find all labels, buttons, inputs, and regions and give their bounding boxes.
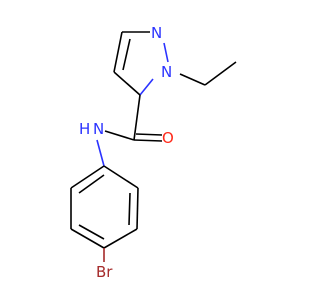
atom-o-carbonyl: O [162,129,174,147]
bond-n-cipso [96,139,105,167]
bond-ar2-inner [128,192,131,226]
bond-c5-cco [133,94,141,141]
bond-cco-n [104,130,135,141]
atom-n1-pyrazole: N [161,63,172,81]
molecule-svg: N N H N O Br [70,24,237,281]
atom-br: Br [96,263,113,281]
bond-n1-c5 [139,78,154,96]
atom-n-pyrazole: N [151,24,162,42]
bond-cco-o-b [135,133,163,136]
bond-cco-o-a [133,139,163,142]
bond-n1-ch2 [179,73,206,86]
bond-c3-c4 [113,31,123,73]
bond-ar2 [136,187,139,230]
bond-c4-c5 [113,71,141,96]
atom-h-amide: H [79,120,90,138]
bond-ar1 [103,165,139,189]
bond-ar6-inner [78,174,105,194]
structure-diagram: N N H N O Br [70,24,237,281]
bond-ar4-inner [78,224,105,240]
bond-n2-n1-a [163,42,169,63]
atom-n-amide: N [93,120,104,138]
bond-c3-c4-inner [122,38,131,71]
bond-ch2-ch3 [204,61,237,86]
bond-ar4 [70,228,105,249]
bond-ar3 [103,228,138,249]
bond-ar6 [70,165,105,189]
